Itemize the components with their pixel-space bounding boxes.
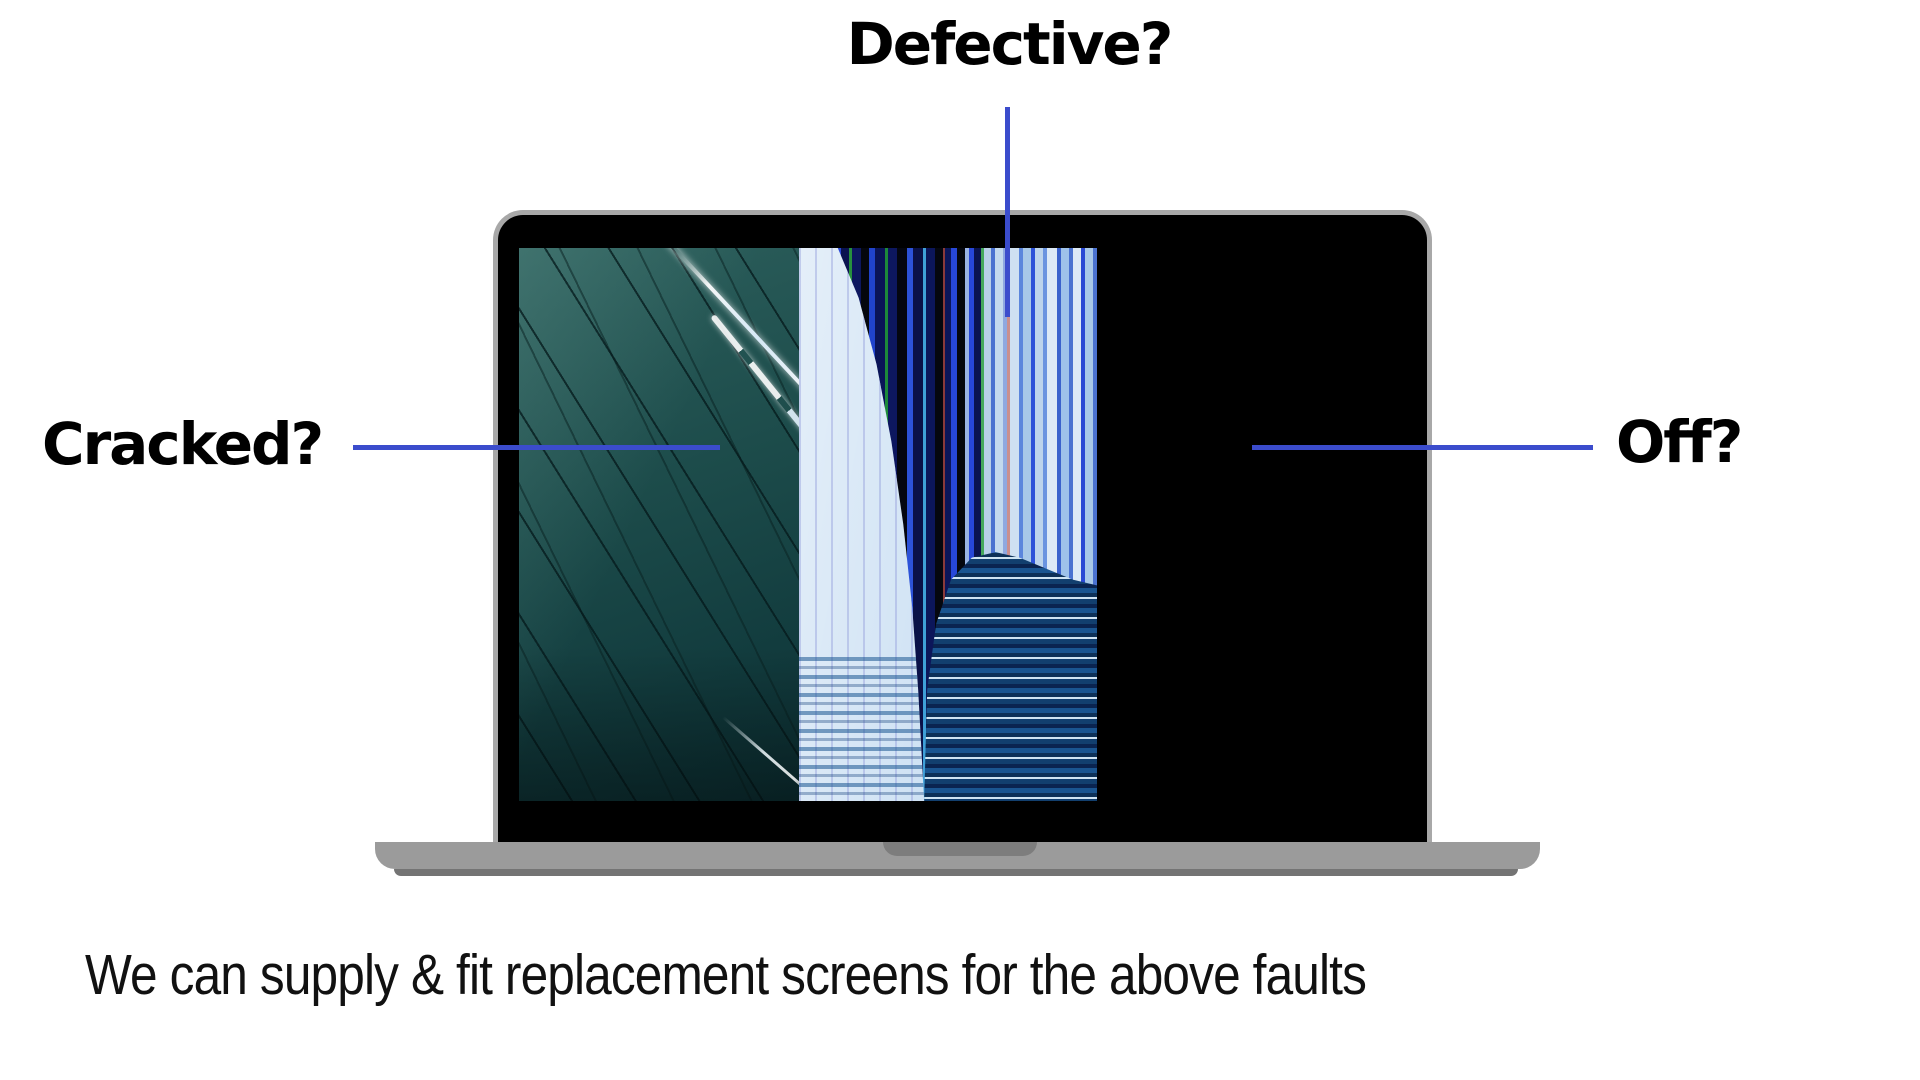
crack-streak — [722, 716, 799, 801]
cracked-screen-area — [519, 248, 799, 801]
off-pointer-line — [1252, 445, 1593, 450]
defective-pale-curl — [799, 248, 925, 801]
defective-label: Defective? — [846, 10, 1174, 78]
laptop-base-notch — [883, 842, 1037, 856]
crack-streak — [666, 248, 799, 463]
laptop-base-shadow — [394, 869, 1518, 876]
defective-horizontal-stripes — [924, 552, 1097, 801]
cracked-pointer-line — [353, 445, 720, 450]
defective-screen-area — [799, 248, 1097, 801]
caption-text: We can supply & fit replacement screens … — [85, 943, 1367, 1007]
defective-plaid-overlay — [799, 657, 925, 801]
defective-pointer-line — [1005, 107, 1010, 317]
cracked-label: Cracked? — [42, 410, 324, 478]
off-label: Off? — [1616, 408, 1743, 476]
